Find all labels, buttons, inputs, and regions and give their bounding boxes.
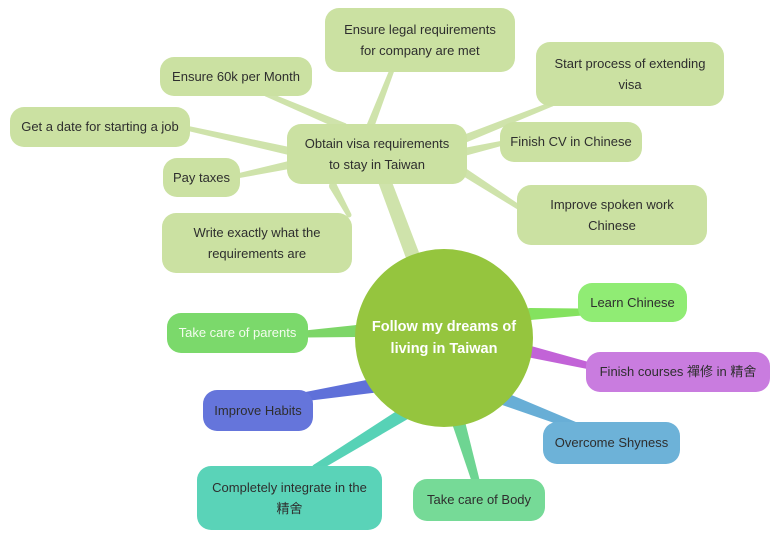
central-topic-follow-my-dreams[interactable]: Follow my dreams of living in Taiwan — [355, 249, 533, 427]
topic-overcome-shyness[interactable]: Overcome Shyness — [543, 422, 680, 464]
topic-label: for company are met — [360, 43, 480, 58]
topic-get-a-date[interactable]: Get a date for starting a job — [10, 107, 190, 147]
edge-obtain-visa-to-get-a-date — [183, 125, 293, 155]
topic-label: Ensure legal requirements — [344, 21, 496, 37]
topic-pay-taxes[interactable]: Pay taxes — [163, 158, 240, 197]
central-topic-label: Follow my dreams of — [371, 318, 517, 335]
edge-center-to-learn-chinese — [524, 308, 586, 320]
topic-improve-habits[interactable]: Improve Habits — [203, 390, 313, 431]
central-topic-label: living in Taiwan — [390, 341, 498, 357]
topic-label: Get a date for starting a job — [21, 119, 179, 135]
topic-label: Overcome Shyness — [554, 435, 669, 451]
topic-take-care-body[interactable]: Take care of Body — [413, 479, 545, 521]
topic-learn-chinese[interactable]: Learn Chinese — [578, 283, 687, 322]
topic-label: Completely integrate in the — [212, 479, 367, 495]
topic-completely-integrate[interactable]: Completely integrate in the 精舍 — [197, 466, 382, 530]
topic-ensure-60k[interactable]: Ensure 60k per Month — [160, 57, 312, 96]
topic-take-care-parents[interactable]: Take care of parents — [167, 313, 308, 353]
topic-label: Learn Chinese — [590, 294, 675, 310]
topic-label: Finish courses 禪修 in 精舍 — [599, 364, 757, 380]
topic-label: Take care of parents — [178, 325, 297, 341]
topic-label: Finish CV in Chinese — [510, 134, 632, 150]
topic-label: Take care of Body — [426, 492, 532, 508]
edge-center-to-obtain-visa — [378, 175, 419, 261]
topic-label: Write exactly what the — [193, 224, 321, 240]
edge-obtain-visa-to-write-exactly — [329, 182, 352, 218]
topic-label: Pay taxes — [172, 169, 231, 185]
topic-finish-cv[interactable]: Finish CV in Chinese — [500, 122, 642, 162]
edge-center-to-completely-integrate — [312, 405, 414, 472]
topic-label: requirements are — [207, 246, 307, 261]
topic-label: Chinese — [588, 218, 636, 233]
edge-center-to-take-care-body — [452, 417, 480, 486]
topic-write-exactly[interactable]: Write exactly what the requirements are — [162, 213, 352, 273]
topic-ensure-legal[interactable]: Ensure legal requirements for company are… — [325, 8, 515, 72]
topic-obtain-visa[interactable]: Obtain visa requirements to stay in Taiwa… — [287, 124, 467, 184]
topic-label: 精舍 — [276, 501, 303, 516]
edge-obtain-visa-to-pay-taxes — [234, 161, 293, 179]
topic-start-process[interactable]: Start process of extending visa — [536, 42, 724, 106]
topic-label: Start process of extending — [554, 55, 706, 71]
topic-finish-courses[interactable]: Finish courses 禪修 in 精舍 — [586, 352, 770, 392]
topic-label: Obtain visa requirements — [304, 135, 450, 151]
edge-obtain-visa-to-ensure-legal — [366, 67, 395, 131]
topic-label: Improve spoken work — [550, 196, 674, 212]
edge-obtain-visa-to-improve-spoken — [460, 168, 523, 211]
topic-label: visa — [618, 77, 642, 92]
topic-label: to stay in Taiwan — [329, 157, 425, 172]
topic-label: Improve Habits — [214, 402, 302, 418]
topic-label: Ensure 60k per Month — [172, 68, 300, 84]
edge-center-to-take-care-parents — [301, 325, 363, 338]
